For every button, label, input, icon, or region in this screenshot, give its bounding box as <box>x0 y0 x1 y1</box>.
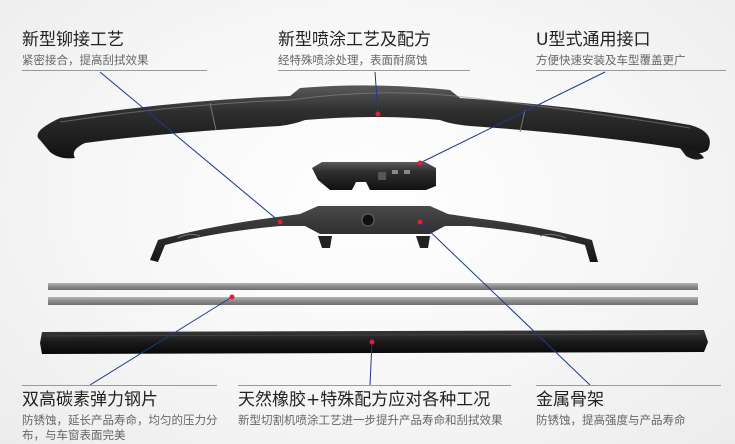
leader-lines <box>89 71 606 386</box>
steel-spring-strips-icon <box>48 283 698 305</box>
label-underline <box>22 385 217 386</box>
label-metal-frame: 金属骨架 防锈蚀，提高强度与产品寿命 <box>536 385 731 428</box>
label-underline <box>22 70 207 71</box>
metal-frame-icon <box>150 206 598 262</box>
label-title: 天然橡胶+特殊配方应对各种工况 <box>238 390 491 410</box>
callout-dot-frame-rivet <box>277 219 283 225</box>
label-title: 新型铆接工艺 <box>22 30 124 50</box>
label-title: 双高碳素弹力钢片 <box>22 390 158 410</box>
label-desc: 方便快速安装及车型覆盖更广 <box>536 53 686 67</box>
label-riveting: 新型铆接工艺 紧密接合，提高刮拭效果 <box>22 30 207 71</box>
label-coating: 新型喷涂工艺及配方 经特殊喷涂处理，表面耐腐蚀 <box>278 30 470 71</box>
callout-dot-rubber <box>369 339 375 345</box>
label-desc: 防锈蚀，提高强度与产品寿命 <box>536 413 686 427</box>
u-hook-adapter-icon <box>312 162 436 190</box>
label-u-adapter: U型式通用接口 方便快速安装及车型覆盖更广 <box>536 30 726 71</box>
callout-dot-frame <box>417 219 423 225</box>
label-underline <box>536 385 721 386</box>
label-title: 新型喷涂工艺及配方 <box>278 30 431 50</box>
callout-dots <box>229 111 423 345</box>
wiper-blade-cover-icon <box>37 85 710 160</box>
label-desc: 经特殊喷涂处理，表面耐腐蚀 <box>278 53 428 67</box>
callout-dot-steel <box>229 294 235 300</box>
callout-dot-adapter <box>417 160 423 166</box>
label-desc: 防锈蚀，延长产品寿命，均匀的压力分布，与车窗表面完美 <box>22 413 218 442</box>
callout-dot-cover <box>375 111 381 117</box>
label-desc: 紧密接合，提高刮拭效果 <box>22 53 149 67</box>
label-title: 金属骨架 <box>536 390 604 410</box>
label-rubber: 天然橡胶+特殊配方应对各种工况 新型切割机喷涂工艺进一步提升产品寿命和刮拭效果 <box>238 385 523 428</box>
label-title: U型式通用接口 <box>536 30 651 50</box>
label-underline <box>278 70 470 71</box>
label-underline <box>238 385 511 386</box>
label-steel-strip: 双高碳素弹力钢片 防锈蚀，延长产品寿命，均匀的压力分布，与车窗表面完美 <box>22 385 222 443</box>
label-underline <box>536 70 726 71</box>
label-desc: 新型切割机喷涂工艺进一步提升产品寿命和刮拭效果 <box>238 413 503 427</box>
